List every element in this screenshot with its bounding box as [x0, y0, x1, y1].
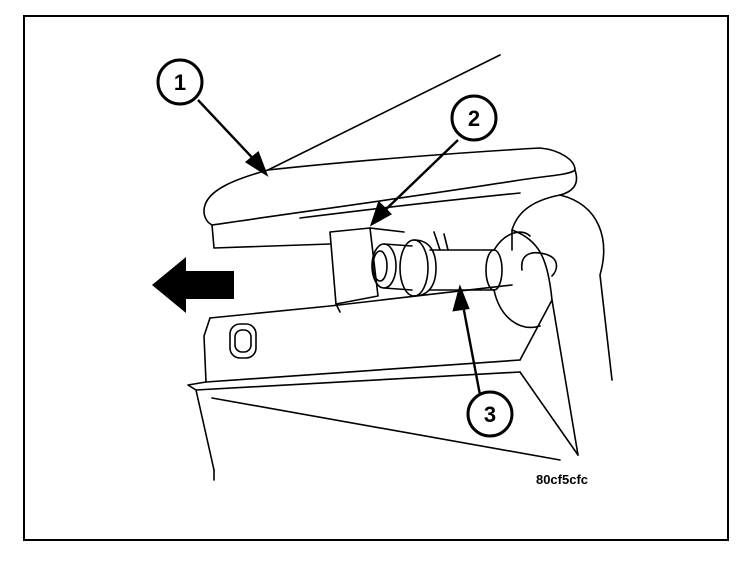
panel-left-lower — [187, 381, 215, 471]
leader-3-arrowhead — [452, 284, 470, 312]
cover-body — [203, 147, 576, 226]
leader-3 — [460, 299, 482, 396]
panel-top-edge — [209, 284, 513, 319]
diagram-frame — [23, 15, 729, 541]
cover-top-edge — [267, 54, 501, 171]
callout-2: 2 — [450, 94, 498, 142]
panel-diagonal — [211, 397, 561, 461]
callout-label: 3 — [484, 402, 496, 427]
callout-label: 1 — [174, 70, 186, 95]
pillar-back — [559, 194, 613, 381]
panel-slot-inner — [234, 329, 252, 353]
pin-head-inner — [372, 250, 388, 282]
pin-collar-right — [413, 239, 437, 297]
pillar-front — [511, 229, 579, 456]
leader-lines — [197, 99, 482, 396]
panel-left-upper — [203, 317, 211, 383]
pin-neck — [383, 243, 413, 291]
pin-tab — [433, 231, 449, 251]
tube-end — [520, 251, 558, 277]
leader-1-arrowhead — [244, 151, 269, 177]
latch-bracket — [329, 227, 379, 305]
leader-1 — [197, 99, 261, 167]
panel-slot — [229, 323, 257, 359]
callout-circle — [156, 58, 204, 106]
direction-arrow-icon — [152, 257, 234, 313]
figure-code: 80cf5cfc — [536, 472, 588, 487]
callout-3: 3 — [466, 390, 514, 438]
cable-housing — [493, 231, 541, 329]
latch-bracket-top — [369, 227, 405, 233]
callout-label: 2 — [468, 106, 480, 131]
callout-circle — [466, 390, 514, 438]
panel-right-link — [519, 299, 553, 361]
panel-right-link-2 — [519, 371, 579, 456]
panel-mid-edge-2 — [195, 371, 521, 391]
leader-2 — [379, 139, 459, 216]
callout-circle — [450, 94, 498, 142]
callout-1: 1 — [156, 58, 204, 106]
cover-lower-lip — [211, 224, 331, 249]
panel-mid-edge — [205, 359, 521, 383]
leader-2-arrowhead — [369, 200, 392, 227]
cover-crease — [299, 192, 521, 219]
